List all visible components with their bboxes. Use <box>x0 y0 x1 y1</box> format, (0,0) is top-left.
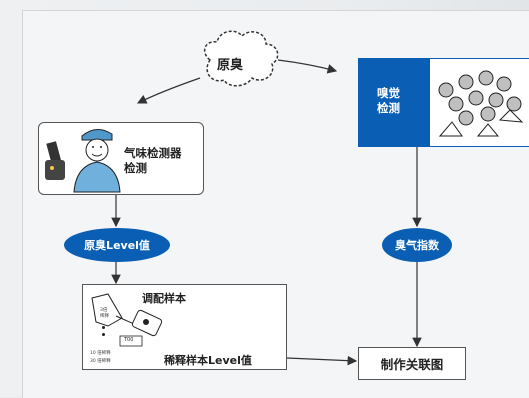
arrow-box-to-result <box>286 355 358 366</box>
cloud-label: 原臭 <box>217 58 244 73</box>
odor-index-ellipse: 臭气指数 <box>382 228 452 262</box>
dilution-dots <box>102 326 105 338</box>
dilution-title: 稀释样本Level值 <box>164 354 252 367</box>
result-label: 制作关联图 <box>380 357 444 372</box>
result-box: 制作关联图 <box>358 347 466 380</box>
odor-index-label: 臭气指数 <box>395 239 439 252</box>
dilution-3x-label: 3倍 稀释 <box>100 308 109 319</box>
device-display-text: T00 <box>124 337 134 343</box>
arrow-cloud-to-device <box>136 77 201 104</box>
device-box <box>38 122 204 195</box>
arrow-cloud-to-sensory <box>277 59 338 74</box>
raw-level-ellipse: 原臭Level值 <box>64 228 170 262</box>
sensory-label: 嗅觉 检测 <box>377 86 400 115</box>
raw-level-label: 原臭Level值 <box>84 239 150 252</box>
dilution-10x-label: 10 倍稀释 <box>90 351 111 356</box>
sensory-blue-panel <box>358 58 430 147</box>
sample-prep-box <box>82 284 287 370</box>
device-label: 气味检测器 检测 <box>124 146 182 175</box>
dilution-30x-label: 30 倍稀释 <box>90 359 111 364</box>
sample-prep-title: 调配样本 <box>142 292 186 305</box>
